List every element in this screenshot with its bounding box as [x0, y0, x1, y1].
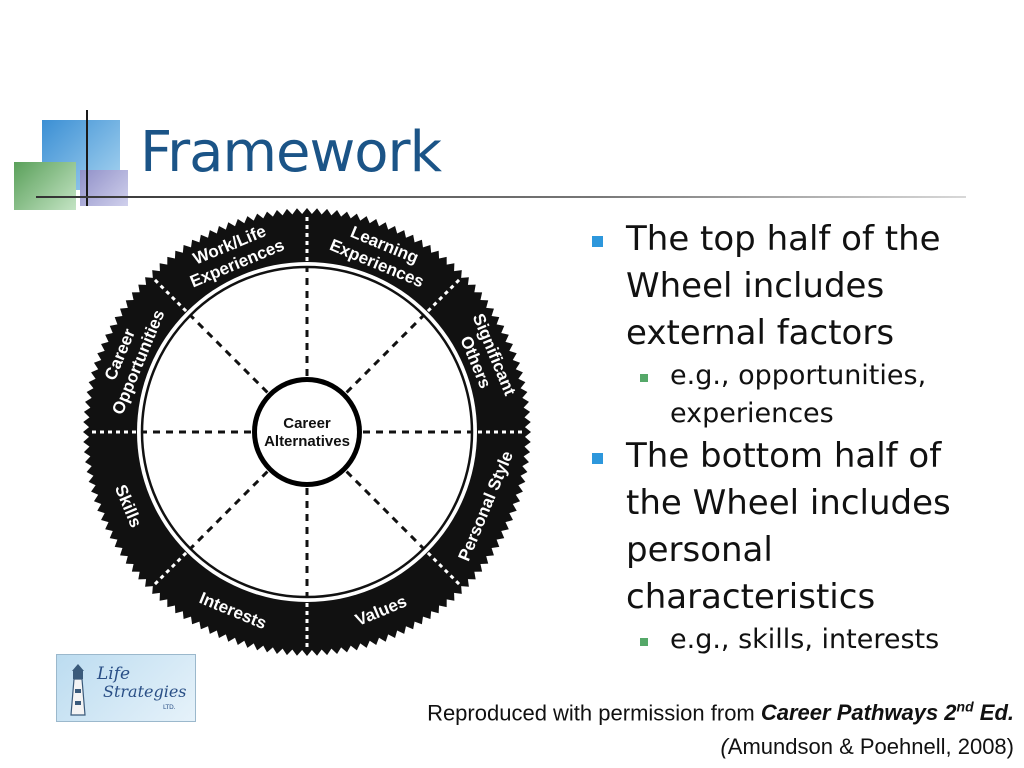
- center-label-line-1: Career: [283, 415, 331, 432]
- bullet-item: The bottom half of the Wheel includes pe…: [588, 433, 988, 621]
- logo-text-line-2: Strategies: [103, 682, 187, 701]
- square-bullet-icon: [592, 453, 603, 464]
- bullet-text: The bottom half of the Wheel includes pe…: [626, 436, 951, 617]
- title-underline: [36, 196, 966, 198]
- bullet-item: The top half of the Wheel includes exter…: [588, 216, 988, 357]
- bullet-text: The top half of the Wheel includes exter…: [626, 219, 941, 353]
- logo-text-tag: LTD.: [163, 704, 176, 711]
- book-title-text: Career Pathways 2: [760, 700, 957, 726]
- attribution-line-2: (Amundson & Poehnell, 2008): [427, 730, 1014, 764]
- attribution-prefix: Reproduced with permission from: [427, 700, 761, 726]
- career-wheel-diagram: LearningExperiencesSignificantOthersPers…: [83, 208, 531, 656]
- sub-bullet-item: e.g., opportunities, experiences: [588, 357, 988, 433]
- life-strategies-logo: Life Strategies LTD.: [56, 654, 196, 722]
- attribution: Reproduced with permission from Career P…: [427, 690, 1014, 764]
- book-edition: Ed.: [973, 700, 1014, 726]
- wheel-divider: [345, 470, 425, 550]
- lighthouse-icon: [70, 664, 86, 716]
- edition-superscript: nd: [956, 699, 974, 715]
- sub-bullet-text: e.g., opportunities, experiences: [670, 360, 927, 429]
- center-label-line-2: Alternatives: [264, 433, 350, 450]
- decor-square-purple: [80, 170, 128, 206]
- sub-bullet-item: e.g., skills, interests: [588, 621, 988, 659]
- decor-vertical-line: [86, 110, 88, 206]
- attribution-line-1: Reproduced with permission from Career P…: [427, 690, 1014, 730]
- citation-text: Amundson & Poehnell, 2008): [727, 734, 1014, 760]
- book-title: Career Pathways 2nd Ed.: [760, 699, 1014, 726]
- wheel-center: Career Alternatives: [252, 377, 362, 487]
- square-bullet-icon: [592, 236, 603, 247]
- wheel-divider: [345, 314, 425, 394]
- square-sub-bullet-icon: [640, 374, 648, 382]
- wheel-divider: [189, 314, 269, 394]
- citation-open-paren: (: [720, 734, 728, 760]
- square-sub-bullet-icon: [640, 638, 648, 646]
- bullet-list: The top half of the Wheel includes exter…: [588, 216, 988, 659]
- wheel-divider: [189, 470, 269, 550]
- sub-bullet-text: e.g., skills, interests: [670, 624, 940, 655]
- decor-square-green: [14, 162, 76, 210]
- logo-text-line-1: Life: [96, 664, 130, 684]
- slide-title: Framework: [140, 120, 442, 185]
